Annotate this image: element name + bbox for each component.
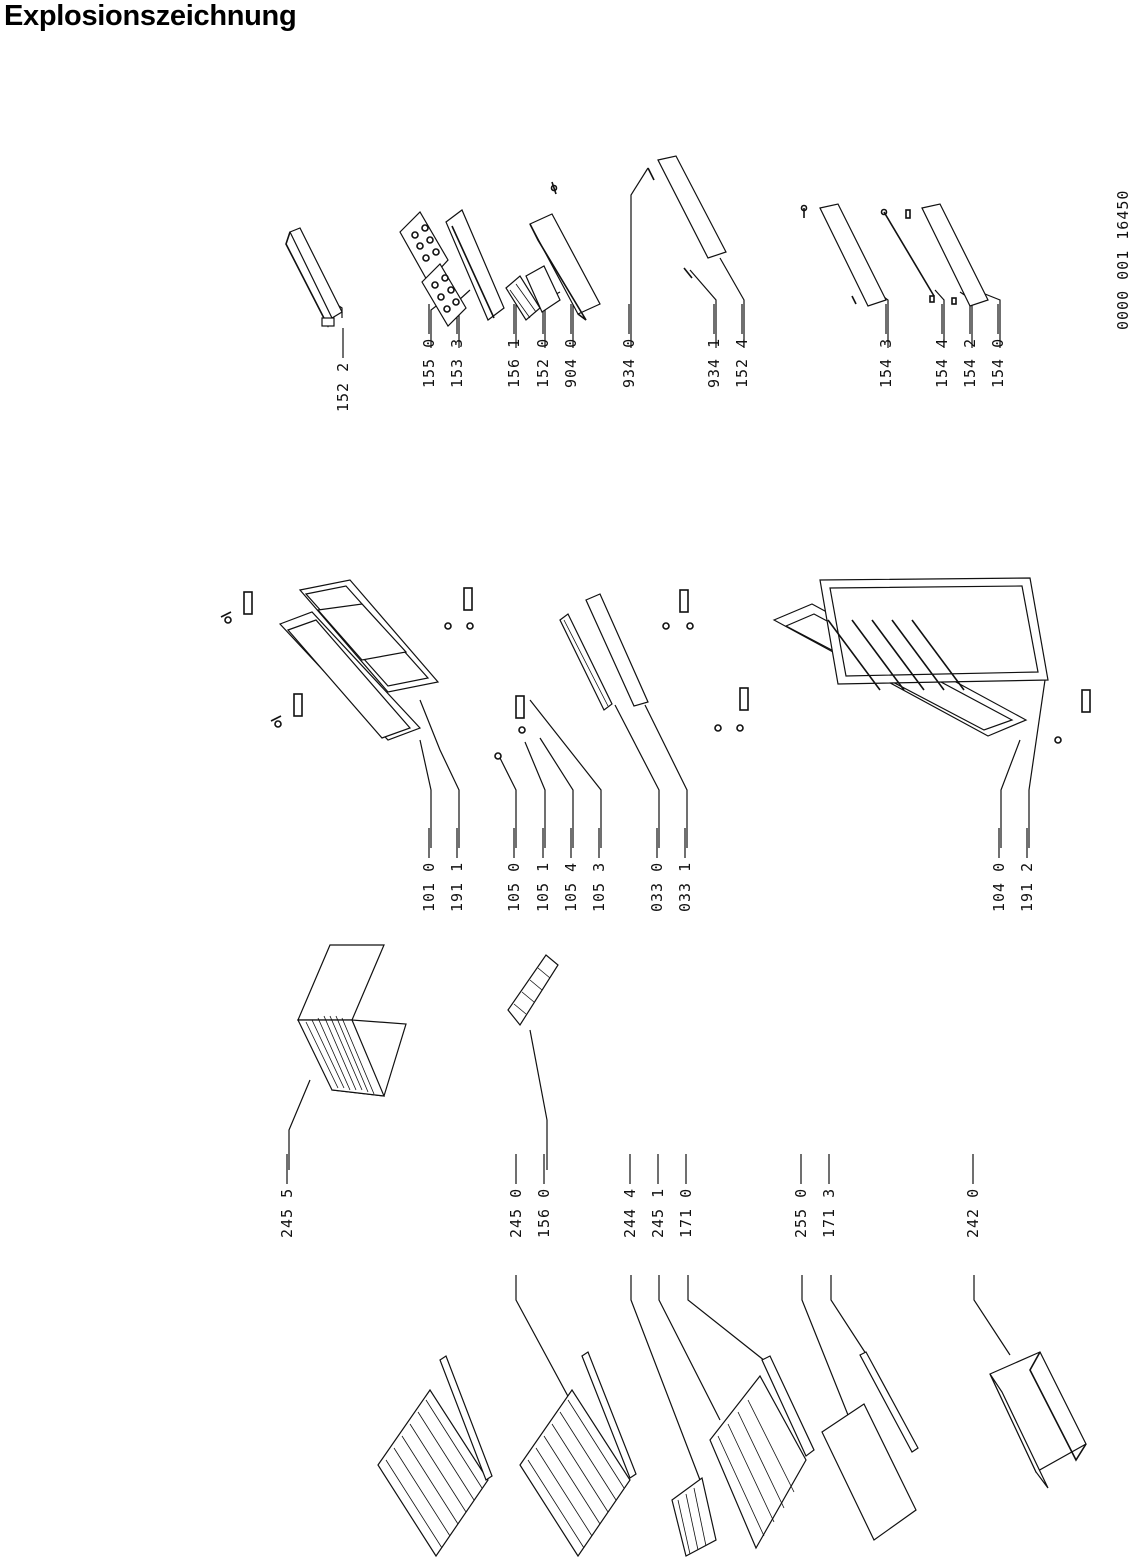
part-label: 904 0	[562, 338, 580, 388]
part-strip-152-4	[647, 155, 727, 279]
part-label: 105 3	[590, 862, 608, 912]
part-ice-tray-156-0	[507, 954, 559, 1027]
part-label: 152 2	[334, 362, 352, 412]
drawing-number: 0000 001 16450	[1114, 190, 1132, 330]
part-crisper-242-0	[989, 1351, 1087, 1489]
part-label: 033 1	[676, 862, 694, 912]
part-label: 155 0	[420, 338, 438, 388]
part-label: 154 4	[933, 338, 951, 388]
part-label: 191 2	[1018, 862, 1036, 912]
part-shelf-152-0	[529, 181, 601, 321]
part-label: 105 0	[505, 862, 523, 912]
part-label: 171 0	[677, 1188, 695, 1238]
part-label: 242 0	[964, 1188, 982, 1238]
part-drawer-245-5	[297, 944, 407, 1097]
part-label: 154 3	[877, 338, 895, 388]
part-label: 154 0	[989, 338, 1007, 388]
part-wire-shelf-245-0	[519, 1351, 637, 1558]
part-label: 171 3	[820, 1188, 838, 1238]
part-strip-033-0	[559, 613, 613, 711]
leader-lines-middle	[419, 679, 1046, 848]
part-label: 152 0	[534, 338, 552, 388]
part-label: 156 1	[505, 338, 523, 388]
part-butter-box-156-1	[505, 265, 561, 321]
part-label: 244 4	[621, 1188, 639, 1238]
part-wire-shelf-245-1	[709, 1355, 815, 1550]
part-label: 934 1	[705, 338, 723, 388]
part-label: 101 0	[420, 862, 438, 912]
page-title: Explosionszeichnung	[4, 0, 297, 32]
part-shelf-154-0	[880, 203, 989, 307]
part-egg-tray-155-0	[399, 211, 467, 327]
leader-lines-lower	[288, 1029, 1011, 1481]
part-label: 255 0	[792, 1188, 810, 1238]
part-grille-244-4	[671, 1476, 717, 1557]
part-wire-shelf-1	[377, 1355, 493, 1558]
part-label: 033 0	[648, 862, 666, 912]
part-freezer-door-101-0	[278, 579, 440, 741]
part-label: 153 3	[448, 338, 466, 388]
part-cover-033-1	[585, 593, 649, 707]
part-shelf-154-3	[800, 203, 887, 307]
part-shelf-153-3	[445, 209, 505, 321]
part-label: 105 4	[562, 862, 580, 912]
part-shelf-152-2	[285, 227, 343, 328]
part-labels: 152 2 155 0 153 3 156 1 152 0 904 0 934 0 934 1…	[278, 304, 1036, 1238]
part-label: 105 1	[534, 862, 552, 912]
part-label: 156 0	[535, 1188, 553, 1238]
part-label: 934 0	[620, 338, 638, 388]
part-label: 104 0	[990, 862, 1008, 912]
part-main-door-104-0	[772, 577, 1049, 737]
part-glass-shelf-255-0	[821, 1351, 919, 1541]
part-label: 152 4	[733, 338, 751, 388]
part-label: 191 1	[448, 862, 466, 912]
part-label: 245 5	[278, 1188, 296, 1238]
part-label: 245 0	[507, 1188, 525, 1238]
part-label: 154 2	[961, 338, 979, 388]
part-label: 245 1	[649, 1188, 667, 1238]
